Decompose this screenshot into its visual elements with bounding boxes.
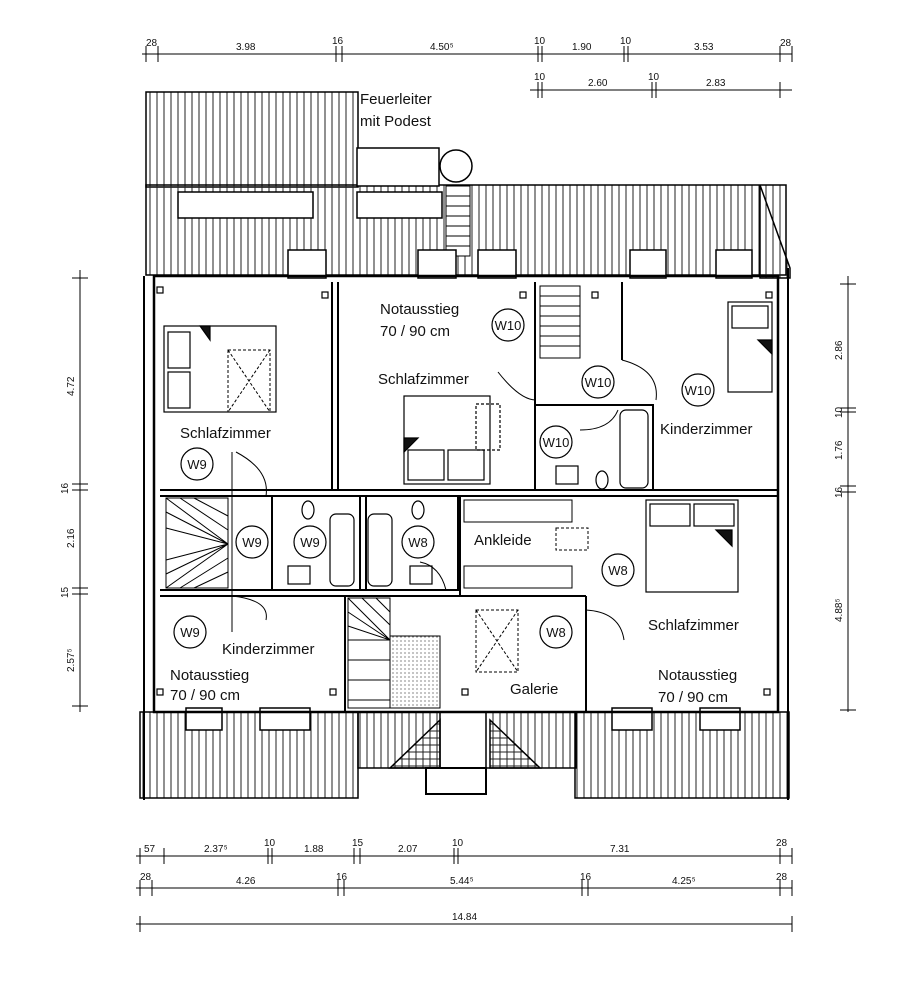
stair-left: [165, 497, 229, 589]
bed-top-right: [727, 301, 773, 393]
roof-top: [145, 91, 791, 279]
dim-bottom2-2: 16: [336, 872, 348, 883]
dim-bottom2-3: 5.44⁵: [450, 876, 474, 887]
dim-top2-3: 2.83: [706, 78, 726, 89]
dim-top1-4: 10: [534, 36, 546, 47]
dimension-texts: 28 3.98 16 4.50⁵ 10 1.90 10 3.53 28 10 2…: [60, 36, 845, 923]
wall-markers: [156, 286, 773, 696]
dim-bottom2-4: 16: [580, 872, 592, 883]
roof-bottom: [139, 707, 790, 799]
dim-top1-0: 28: [146, 38, 158, 49]
dim-right-4: 4.88⁵: [834, 598, 845, 622]
dim-bottom2-6: 28: [776, 872, 788, 883]
tag-w8-a: W8: [408, 535, 428, 550]
unit-tags: [173, 308, 715, 649]
dim-left-2: 2.16: [66, 528, 77, 548]
label-schlafzimmer-left: Schlafzimmer: [180, 425, 271, 442]
dim-top2-1: 2.60: [588, 78, 608, 89]
tag-w10-c: W10: [685, 383, 712, 398]
bed-top-left: [163, 325, 277, 413]
label-schlafzimmer-center: Schlafzimmer: [378, 371, 469, 388]
dim-left-0: 4.72: [66, 376, 77, 396]
dim-bottom1-8: 28: [776, 838, 788, 849]
label-feuerleiter-1: Feuerleiter: [360, 91, 432, 108]
tag-w10-b: W10: [585, 375, 612, 390]
dim-top1-7: 3.53: [694, 42, 714, 53]
dim-bottom1-2: 10: [264, 838, 276, 849]
tag-w10-d: W10: [543, 435, 570, 450]
dim-top1-8: 28: [780, 38, 792, 49]
dimension-lines: [72, 46, 856, 932]
label-notausstieg-left: Notausstieg: [170, 667, 249, 684]
wardrobe-ankleide: [463, 499, 589, 589]
dim-top2-2: 10: [648, 72, 660, 83]
dim-right-2: 1.76: [834, 440, 845, 460]
label-notausstieg-right: Notausstieg: [658, 667, 737, 684]
dim-right-0: 2.86: [834, 340, 845, 360]
label-feuerleiter-2: mit Podest: [360, 113, 432, 130]
dim-bottom1-1: 2.37⁵: [204, 844, 228, 855]
bed-center: [403, 395, 501, 485]
dim-top2-0: 10: [534, 72, 546, 83]
unit-tag-texts: W10 W10 W10 W10 W9 W9 W9 W9 W8 W8 W8: [180, 318, 711, 640]
label-galerie: Galerie: [510, 681, 558, 698]
dim-bottom1-4: 15: [352, 838, 364, 849]
dim-right-3: 16: [834, 486, 845, 498]
dim-top1-1: 3.98: [236, 42, 256, 53]
tag-w9-a: W9: [187, 457, 207, 472]
bathroom-fixtures: [287, 409, 649, 587]
fire-ladder: [445, 185, 471, 257]
door-swings: [231, 359, 657, 641]
label-notausstieg-left-size: 70 / 90 cm: [170, 687, 240, 704]
label-notausstieg-right-size: 70 / 90 cm: [658, 689, 728, 706]
tag-w9-b: W9: [242, 535, 262, 550]
dim-left-3: 15: [60, 586, 71, 598]
dim-top1-3: 4.50⁵: [430, 42, 454, 53]
bed-right: [645, 499, 739, 593]
interior-walls: [160, 282, 778, 712]
label-schlafzimmer-right: Schlafzimmer: [648, 617, 739, 634]
dim-left-4: 2.57⁵: [66, 648, 77, 672]
tag-w8-b: W8: [608, 563, 628, 578]
tag-w8-c: W8: [546, 625, 566, 640]
dim-bottom2-5: 4.25⁵: [672, 876, 696, 887]
label-notausstieg-top: Notausstieg: [380, 301, 459, 318]
dim-bottom1-5: 2.07: [398, 844, 418, 855]
stair-center: [347, 597, 441, 709]
tag-w9-d: W9: [180, 625, 200, 640]
stair-top: [539, 285, 581, 359]
dim-top1-6: 10: [620, 36, 632, 47]
dim-bottom2-0: 28: [140, 872, 152, 883]
dim-bottom1-3: 1.88: [304, 844, 324, 855]
label-notausstieg-top-size: 70 / 90 cm: [380, 323, 450, 340]
dim-bottom1-7: 7.31: [610, 844, 630, 855]
dim-bottom3-0: 14.84: [452, 912, 477, 923]
room-labels: Feuerleiter mit Podest Notausstieg 70 / …: [170, 91, 753, 706]
dim-top1-5: 1.90: [572, 42, 592, 53]
tag-w9-c: W9: [300, 535, 320, 550]
label-kinderzimmer-left: Kinderzimmer: [222, 641, 315, 658]
label-kinderzimmer-right: Kinderzimmer: [660, 421, 753, 438]
skylight-top-left: [227, 349, 271, 413]
tag-w10-a: W10: [495, 318, 522, 333]
dim-top1-2: 16: [332, 36, 344, 47]
label-ankleide: Ankleide: [474, 532, 532, 549]
outer-walls: [143, 268, 789, 800]
dim-bottom1-6: 10: [452, 838, 464, 849]
dim-right-1: 10: [834, 406, 845, 418]
dim-left-1: 16: [60, 482, 71, 494]
dim-bottom1-0: 57: [144, 844, 156, 855]
skylight-galerie: [475, 609, 519, 673]
dim-bottom2-1: 4.26: [236, 876, 256, 887]
